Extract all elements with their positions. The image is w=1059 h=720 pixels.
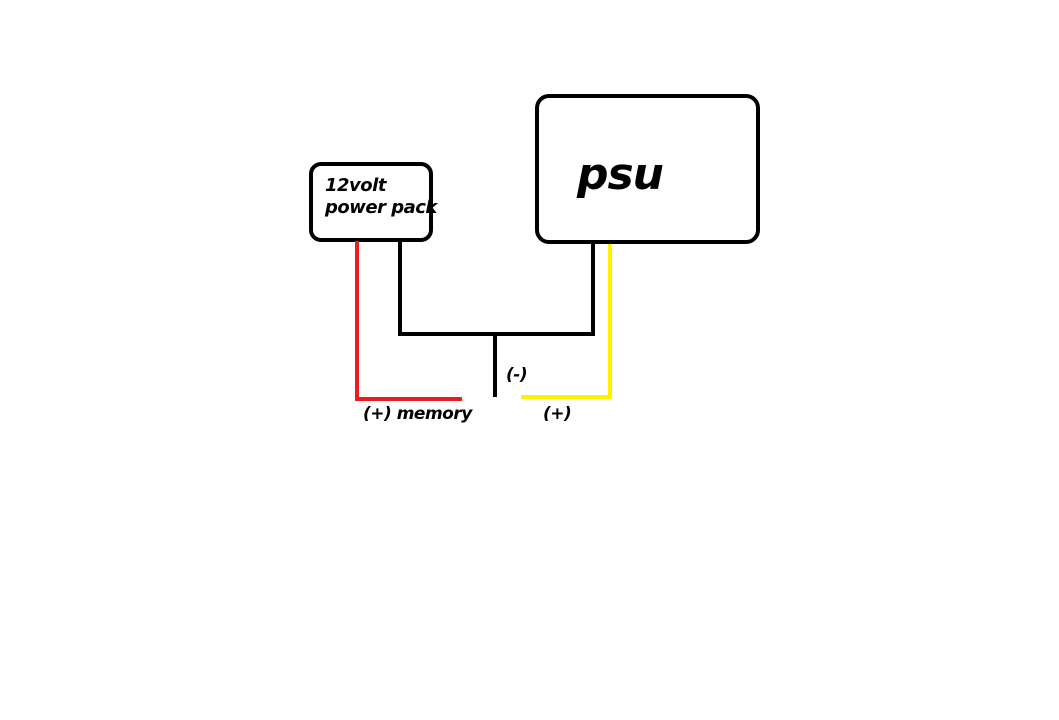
power-pack-label: 12volt power pack: [325, 175, 437, 219]
wire-yellow-positive-vertical: [608, 244, 612, 399]
positive-wire-label: (+): [543, 404, 572, 424]
wire-yellow-positive-horizontal: [521, 395, 612, 399]
power-pack-box: 12volt power pack: [309, 162, 437, 242]
wire-red-memory-horizontal: [355, 397, 462, 401]
power-pack-label-line1: 12volt: [325, 175, 386, 196]
psu-label: psu: [577, 149, 664, 200]
wire-black-junction-horizontal: [398, 332, 595, 336]
wire-black-psu-vertical: [591, 244, 595, 336]
positive-memory-wire-label: (+) memory: [363, 404, 472, 424]
wire-black-powerpack-vertical: [398, 241, 402, 336]
wire-black-negative-drop: [493, 336, 497, 397]
wire-red-memory-vertical: [355, 241, 359, 401]
negative-wire-label: (-): [506, 365, 528, 385]
psu-box: psu: [535, 94, 760, 244]
power-pack-label-line2: power pack: [325, 197, 437, 218]
